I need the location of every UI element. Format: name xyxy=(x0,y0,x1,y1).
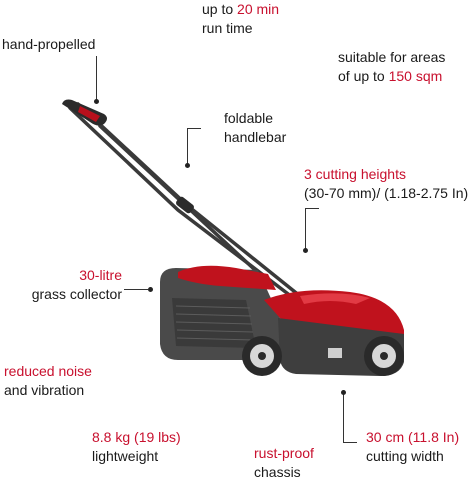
pointer-dot-width xyxy=(341,390,346,395)
pointer-dot-handlebar xyxy=(185,163,190,168)
feature-run-time: up to 20 min run time xyxy=(202,1,280,36)
pointer-dot-heights xyxy=(303,248,308,253)
pointer-line-collector xyxy=(124,289,148,290)
pointer-line-handlebar-top xyxy=(187,128,201,129)
pointer-dot-collector xyxy=(148,287,153,292)
feature-weight: 8.8 kg (19 lbs) lightweight xyxy=(92,429,181,464)
pointer-line-width xyxy=(343,394,344,442)
feature-noise: reduced noise and vibration xyxy=(4,363,92,398)
feature-area: suitable for areas of up to 150 sqm xyxy=(338,49,446,84)
pointer-line-handpropelled xyxy=(96,56,97,100)
pointer-line-heights xyxy=(305,208,306,250)
pointer-line-handlebar xyxy=(187,128,188,164)
pointer-dot-handpropelled xyxy=(94,99,99,104)
feature-cutting-heights: 3 cutting heights (30-70 mm)/ (1.18-2.75… xyxy=(304,166,468,201)
pointer-line-width-bottom xyxy=(343,442,357,443)
feature-grass-collector: 30-litre grass collector xyxy=(31,267,122,302)
feature-hand-propelled: hand-propelled xyxy=(2,36,96,52)
feature-handlebar: foldable handlebar xyxy=(224,110,287,145)
feature-chassis: rust-proof chassis xyxy=(254,445,314,480)
feature-cutting-width: 30 cm (11.8 In) cutting width xyxy=(366,429,460,464)
pointer-line-heights-top xyxy=(305,208,319,209)
